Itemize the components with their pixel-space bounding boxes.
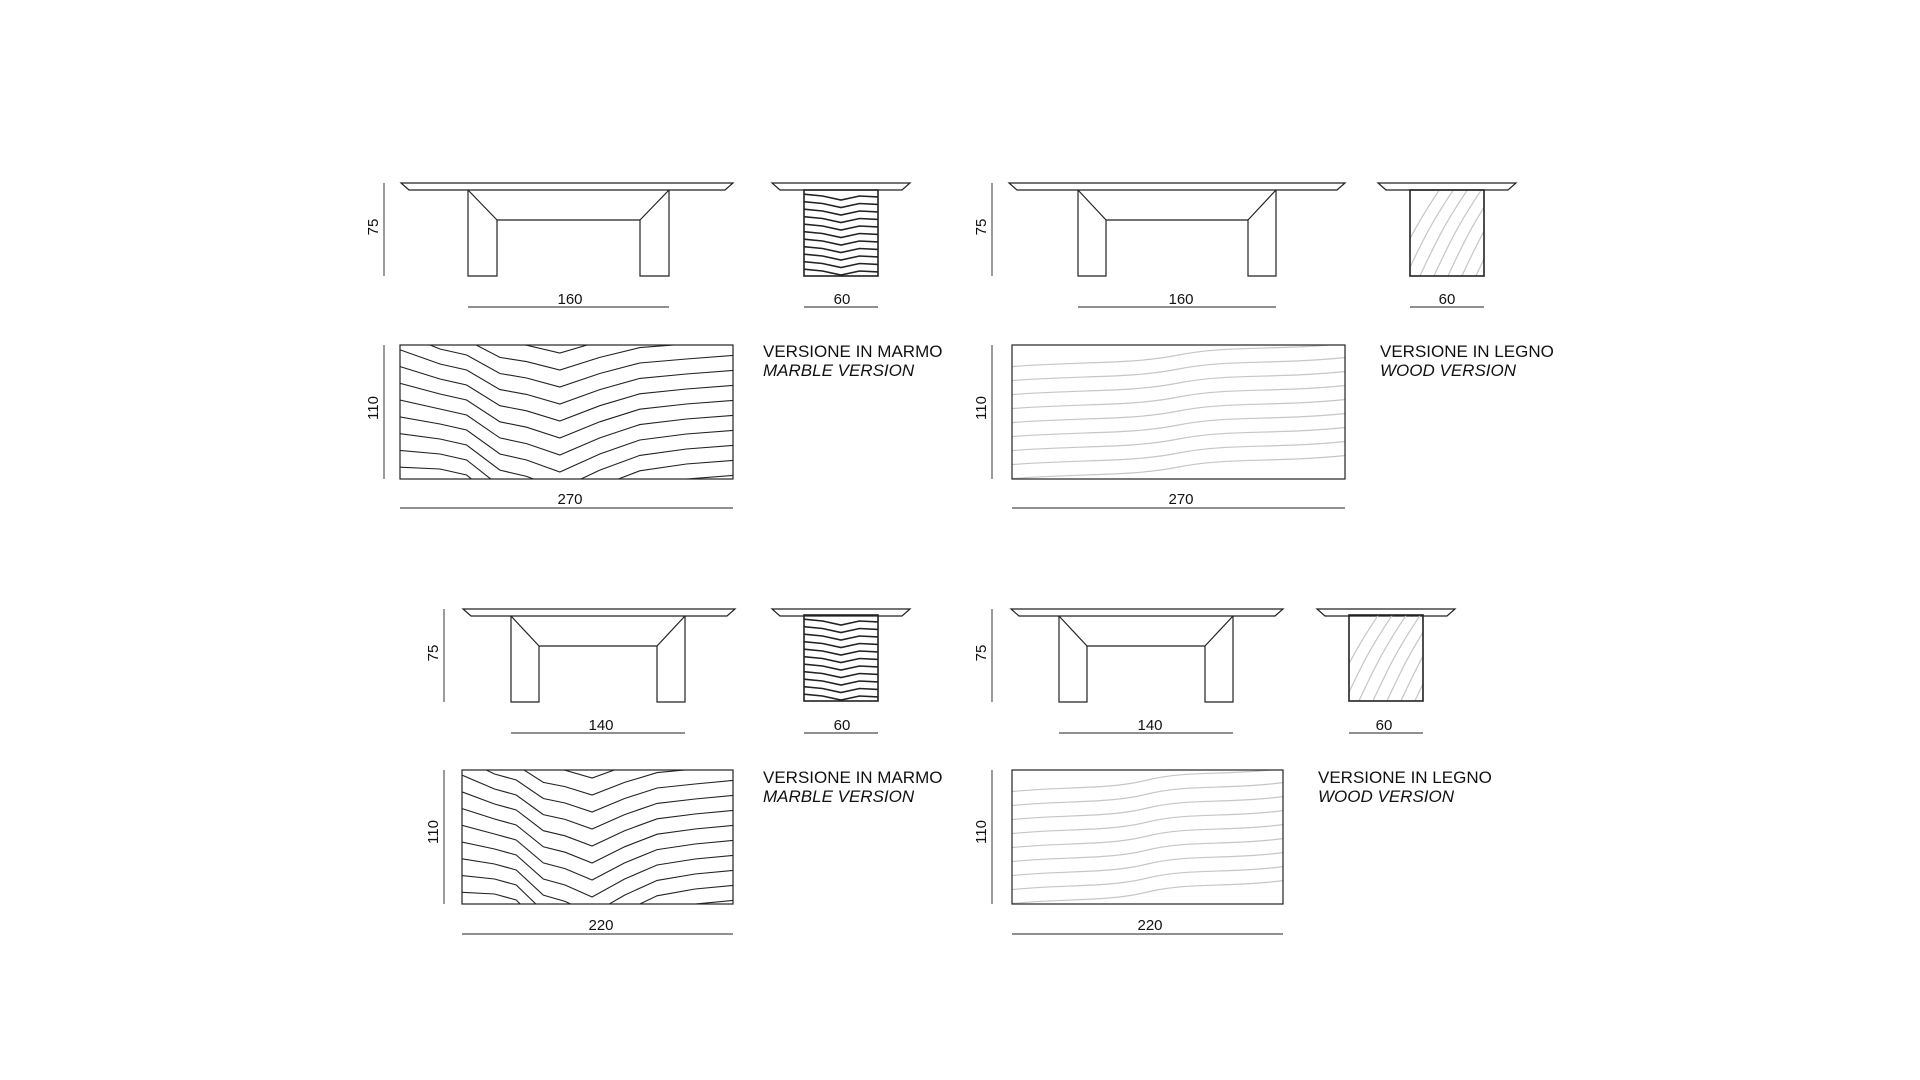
version-caption: VERSIONE IN MARMO MARBLE VERSION [763, 342, 942, 380]
plan-view: 110 270 [365, 344, 734, 509]
caption-italian: VERSIONE IN LEGNO [1380, 342, 1554, 361]
wood-grain-side [1410, 190, 1484, 276]
height-dimension-label: 75 [973, 219, 990, 236]
plan-view: 110 220 [973, 769, 1284, 935]
front-view-tabletop [461, 608, 737, 617]
plan-view-outline [1011, 344, 1346, 480]
side-view-tabletop [1315, 608, 1457, 617]
wood-grain-side [1349, 615, 1423, 701]
width-dimension-label: 140 [1137, 717, 1162, 734]
plan-length-dimension-label: 220 [1137, 917, 1162, 934]
wood-grain-plan [1012, 345, 1345, 479]
front-view-base [1077, 189, 1277, 277]
front-view: 75 140 [973, 608, 1285, 734]
width-dimension-label: 140 [588, 717, 613, 734]
front-view: 75 160 [365, 182, 735, 308]
version-caption: VERSIONE IN MARMO MARBLE VERSION [763, 768, 942, 806]
marble-veins-plan [400, 345, 733, 479]
plan-view-outline [1011, 769, 1284, 905]
side-view-tabletop [770, 608, 912, 617]
wood-grain-plan [1012, 770, 1283, 904]
height-dimension-label: 75 [425, 645, 442, 662]
plan-view: 110 220 [425, 769, 734, 935]
caption-english: WOOD VERSION [1380, 361, 1517, 380]
depth-dimension-label: 60 [1376, 717, 1393, 734]
depth-dimension-label: 60 [1439, 291, 1456, 308]
table-group-marble-270: 75 160 60 110 270 VERSIONE IN MARMO MARB… [365, 182, 942, 509]
table-group-wood-220: 75 140 60 110 220 VERSIONE IN LEGNO WOOD… [973, 608, 1492, 935]
front-view-base [467, 189, 670, 277]
front-view-tabletop [1009, 608, 1285, 617]
width-dimension-label: 160 [557, 291, 582, 308]
depth-dimension-label: 60 [834, 717, 851, 734]
side-view-base [1409, 189, 1485, 277]
marble-veins-side [804, 193, 878, 276]
plan-depth-dimension-label: 110 [973, 396, 990, 420]
caption-italian: VERSIONE IN MARMO [763, 342, 942, 361]
plan-view-outline [399, 344, 734, 480]
side-view: 60 [1315, 608, 1457, 734]
plan-depth-dimension-label: 110 [973, 820, 990, 844]
table-group-marble-220: 75 140 60 110 220 VERSIONE IN MARMO MARB… [425, 608, 942, 935]
side-view-tabletop [770, 182, 912, 191]
side-view: 60 [1376, 182, 1518, 308]
side-view-base [1348, 614, 1424, 702]
side-view-base [803, 614, 879, 702]
front-view-base [1058, 615, 1234, 703]
plan-length-dimension-label: 270 [1168, 491, 1193, 508]
plan-view-outline [461, 769, 734, 905]
depth-dimension-label: 60 [834, 291, 851, 308]
caption-english: WOOD VERSION [1318, 787, 1455, 806]
version-caption: VERSIONE IN LEGNO WOOD VERSION [1318, 768, 1492, 806]
width-dimension-label: 160 [1168, 291, 1193, 308]
plan-depth-dimension-label: 110 [365, 396, 382, 420]
front-view: 75 140 [425, 608, 737, 734]
side-view-tabletop [1376, 182, 1518, 191]
caption-italian: VERSIONE IN MARMO [763, 768, 942, 787]
front-view: 75 160 [973, 182, 1347, 308]
plan-view: 110 270 [973, 344, 1346, 509]
front-view-tabletop [1007, 182, 1347, 191]
front-view-tabletop [399, 182, 735, 191]
caption-english: MARBLE VERSION [763, 361, 915, 380]
version-caption: VERSIONE IN LEGNO WOOD VERSION [1380, 342, 1554, 380]
side-view-base [803, 189, 879, 277]
front-view-base [510, 615, 686, 703]
plan-length-dimension-label: 220 [588, 917, 613, 934]
side-view: 60 [770, 182, 912, 308]
plan-depth-dimension-label: 110 [425, 820, 442, 844]
side-view: 60 [770, 608, 912, 734]
caption-english: MARBLE VERSION [763, 787, 915, 806]
marble-veins-plan [462, 770, 733, 904]
plan-length-dimension-label: 270 [557, 491, 582, 508]
caption-italian: VERSIONE IN LEGNO [1318, 768, 1492, 787]
height-dimension-label: 75 [365, 219, 382, 236]
marble-veins-side [804, 618, 878, 701]
height-dimension-label: 75 [973, 645, 990, 662]
table-group-wood-270: 75 160 60 110 270 VERSIONE IN LEGNO WOOD… [973, 182, 1554, 509]
